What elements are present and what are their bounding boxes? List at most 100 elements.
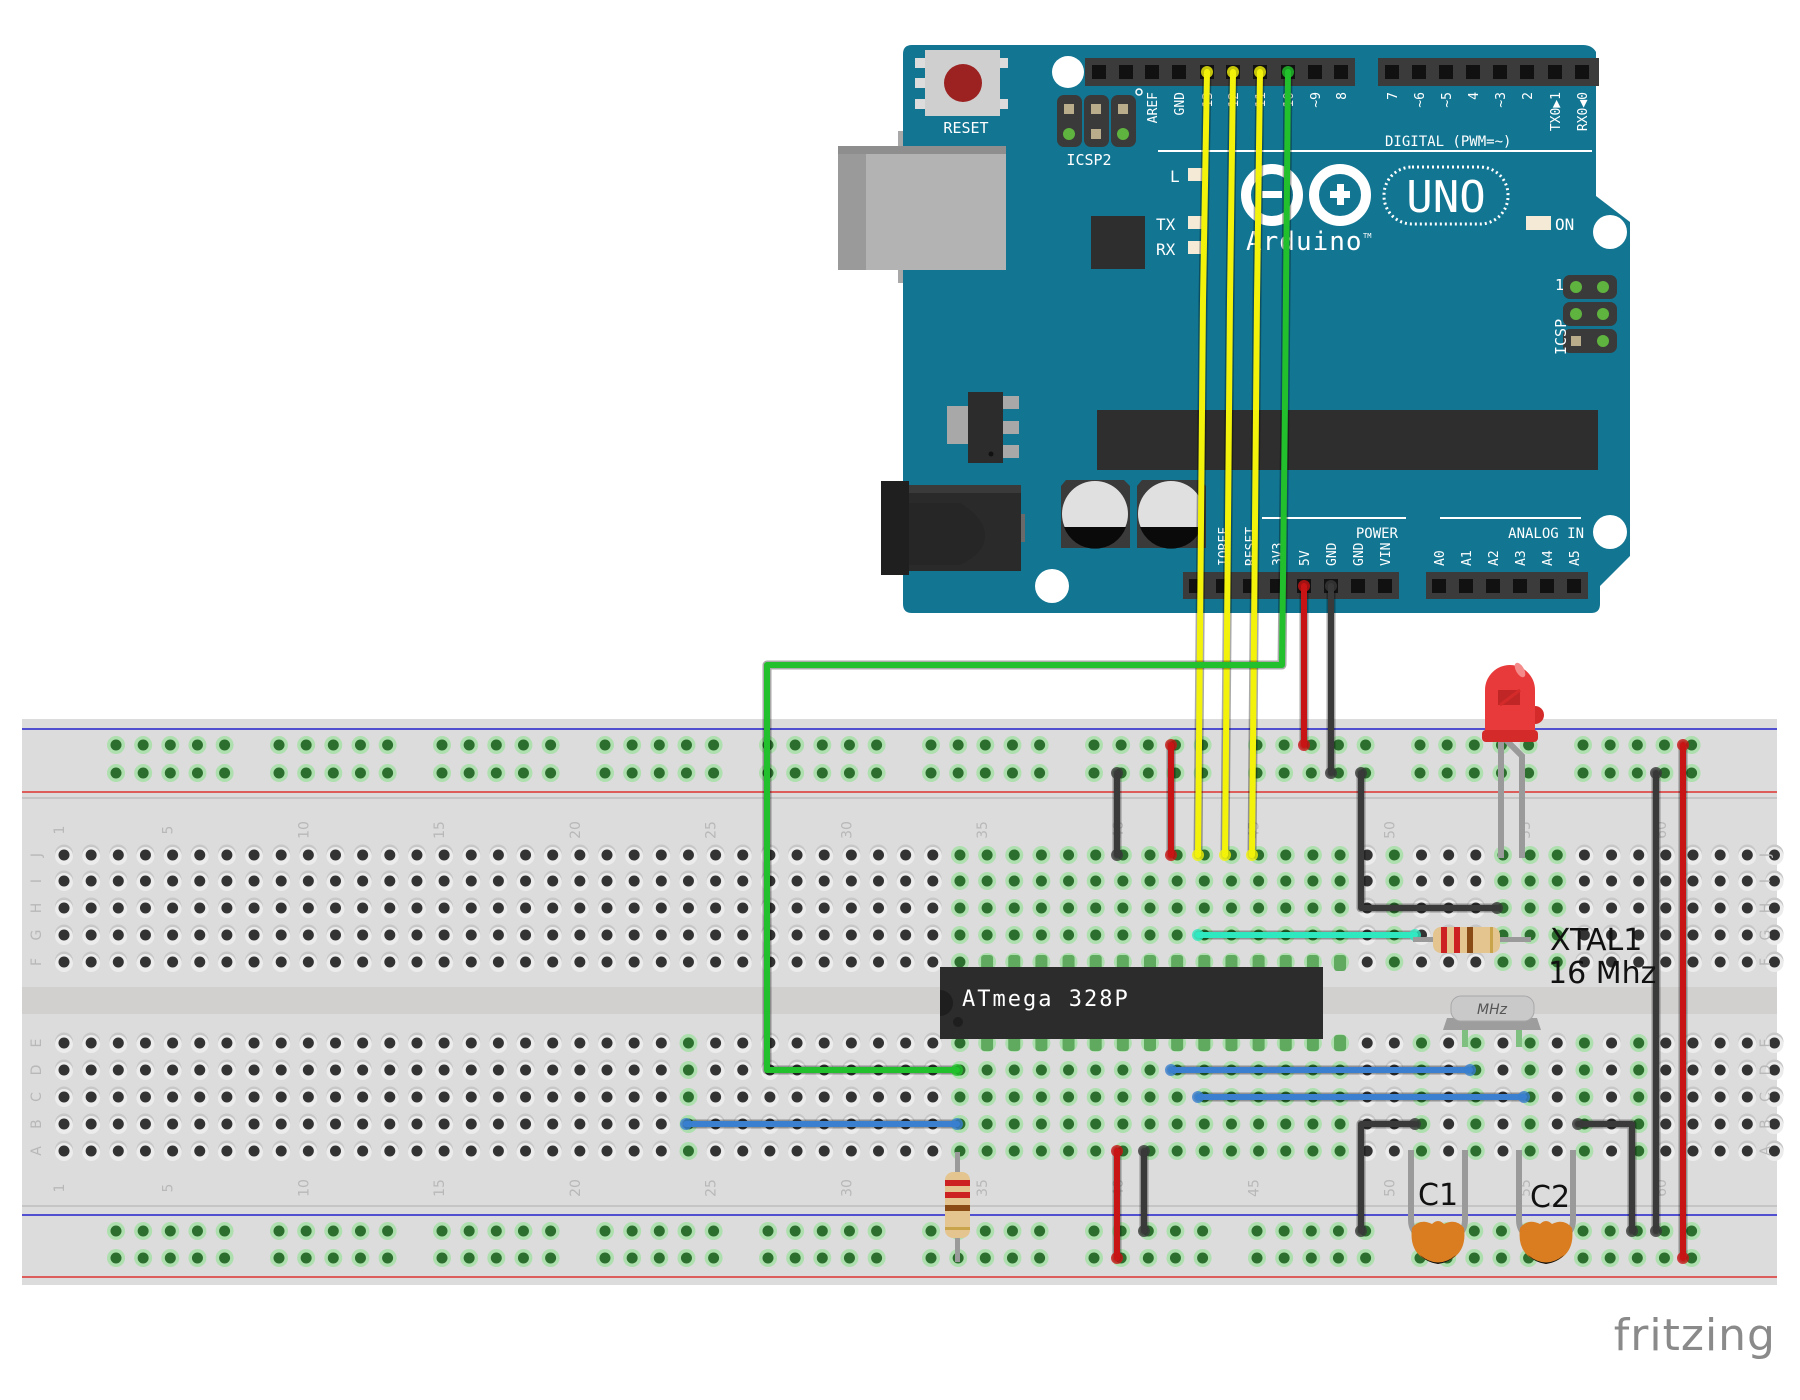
power-rail-hole[interactable] [110, 739, 122, 751]
power-rail-hole[interactable] [382, 1252, 394, 1264]
breadboard-hole[interactable] [492, 929, 504, 941]
breadboard-hole[interactable] [574, 1118, 586, 1130]
breadboard-hole[interactable] [1660, 929, 1672, 941]
breadboard-hole[interactable] [248, 929, 260, 941]
breadboard-hole[interactable] [1171, 929, 1183, 941]
breadboard-hole[interactable] [710, 956, 722, 968]
breadboard-hole[interactable] [330, 875, 341, 887]
breadboard-hole[interactable] [275, 1145, 287, 1157]
breadboard-hole[interactable] [1524, 1145, 1536, 1157]
breadboard-hole[interactable] [465, 849, 477, 861]
breadboard-hole[interactable] [139, 1064, 151, 1076]
breadboard-hole[interactable] [873, 902, 884, 914]
power-rail-hole[interactable] [1305, 1225, 1317, 1237]
power-rail-hole[interactable] [490, 1225, 502, 1237]
breadboard-hole[interactable] [601, 1091, 613, 1103]
breadboard-hole[interactable] [1307, 1145, 1319, 1157]
breadboard-hole[interactable] [1606, 956, 1618, 968]
breadboard-hole[interactable] [275, 902, 287, 914]
breadboard-hole[interactable] [139, 1145, 151, 1157]
power-rail-hole[interactable] [816, 767, 828, 779]
breadboard-hole[interactable] [1524, 1064, 1536, 1076]
breadboard-hole[interactable] [330, 1118, 341, 1130]
breadboard-hole[interactable] [1443, 1118, 1455, 1130]
breadboard-hole[interactable] [492, 902, 504, 914]
breadboard-hole[interactable] [601, 1118, 613, 1130]
breadboard-hole[interactable] [221, 956, 233, 968]
breadboard-hole[interactable] [1660, 956, 1672, 968]
breadboard-hole[interactable] [384, 1118, 396, 1130]
breadboard-hole[interactable] [465, 1037, 477, 1049]
power-rail-hole[interactable] [1577, 1225, 1589, 1237]
breadboard-hole[interactable] [873, 875, 884, 887]
breadboard-hole[interactable] [1225, 1118, 1237, 1130]
breadboard-hole[interactable] [1606, 1064, 1618, 1076]
breadboard-hole[interactable] [85, 1145, 97, 1157]
breadboard-hole[interactable] [1551, 1064, 1563, 1076]
breadboard-hole[interactable] [628, 1145, 640, 1157]
breadboard-hole[interactable] [302, 1091, 314, 1103]
breadboard-hole[interactable] [194, 1037, 206, 1049]
black-wire-c2-gnd[interactable] [1575, 1121, 1635, 1234]
power-rail-hole[interactable] [789, 767, 801, 779]
breadboard-hole[interactable] [275, 956, 287, 968]
power-rail-hole[interactable] [1332, 739, 1344, 751]
breadboard-hole[interactable] [900, 875, 912, 887]
breadboard-hole[interactable] [1253, 1118, 1265, 1130]
breadboard-hole[interactable] [1063, 1118, 1075, 1130]
power-rail-hole[interactable] [110, 1252, 122, 1264]
breadboard-hole[interactable] [465, 902, 477, 914]
breadboard-hole[interactable] [873, 1037, 884, 1049]
breadboard-hole[interactable] [1090, 875, 1102, 887]
breadboard-hole[interactable] [1361, 1037, 1373, 1049]
breadboard-hole[interactable] [357, 1091, 369, 1103]
breadboard-hole[interactable] [1578, 849, 1590, 861]
breadboard-hole[interactable] [1171, 902, 1183, 914]
breadboard-hole[interactable] [547, 1145, 559, 1157]
breadboard-hole[interactable] [710, 1145, 722, 1157]
breadboard-hole[interactable] [954, 956, 966, 968]
breadboard-hole[interactable] [1225, 875, 1237, 887]
breadboard-hole[interactable] [520, 902, 532, 914]
breadboard-hole[interactable] [1334, 1118, 1346, 1130]
breadboard-hole[interactable] [520, 1118, 532, 1130]
power-rail-hole[interactable] [871, 1252, 883, 1264]
power-rail-hole[interactable] [1468, 1252, 1480, 1264]
breadboard-hole[interactable] [411, 1145, 423, 1157]
breadboard-hole[interactable] [85, 956, 97, 968]
power-rail-hole[interactable] [1631, 1252, 1643, 1264]
breadboard-hole[interactable] [574, 875, 586, 887]
breadboard-hole[interactable] [655, 902, 667, 914]
power-rail-hole[interactable] [1604, 739, 1616, 751]
breadboard-hole[interactable] [248, 902, 260, 914]
breadboard-hole[interactable] [58, 1064, 70, 1076]
breadboard-hole[interactable] [1063, 929, 1075, 941]
breadboard-hole[interactable] [330, 902, 341, 914]
breadboard-hole[interactable] [248, 1145, 260, 1157]
power-rail-hole[interactable] [680, 1225, 692, 1237]
power-rail-hole[interactable] [1468, 767, 1480, 779]
breadboard-hole[interactable] [1714, 902, 1726, 914]
breadboard-hole[interactable] [981, 849, 993, 861]
breadboard-hole[interactable] [411, 929, 423, 941]
breadboard-hole[interactable] [411, 902, 423, 914]
breadboard-hole[interactable] [520, 875, 532, 887]
breadboard-hole[interactable] [465, 1064, 477, 1076]
breadboard-hole[interactable] [1606, 929, 1618, 941]
breadboard-hole[interactable] [1063, 1091, 1075, 1103]
breadboard-hole[interactable] [1551, 1145, 1563, 1157]
black-wire-led[interactable] [1358, 770, 1500, 911]
breadboard-hole[interactable] [710, 875, 722, 887]
breadboard-hole[interactable] [357, 1037, 369, 1049]
breadboard-hole[interactable] [1633, 1064, 1645, 1076]
power-rail-hole[interactable] [925, 739, 937, 751]
breadboard-hole[interactable] [384, 1037, 396, 1049]
breadboard-hole[interactable] [927, 1145, 939, 1157]
breadboard-hole[interactable] [710, 1037, 722, 1049]
breadboard-hole[interactable] [547, 1091, 559, 1103]
power-rail-hole[interactable] [354, 1252, 366, 1264]
breadboard-hole[interactable] [1008, 1145, 1020, 1157]
power-rail-hole[interactable] [1142, 739, 1154, 751]
breadboard-hole[interactable] [302, 1037, 314, 1049]
breadboard-hole[interactable] [1388, 1037, 1400, 1049]
